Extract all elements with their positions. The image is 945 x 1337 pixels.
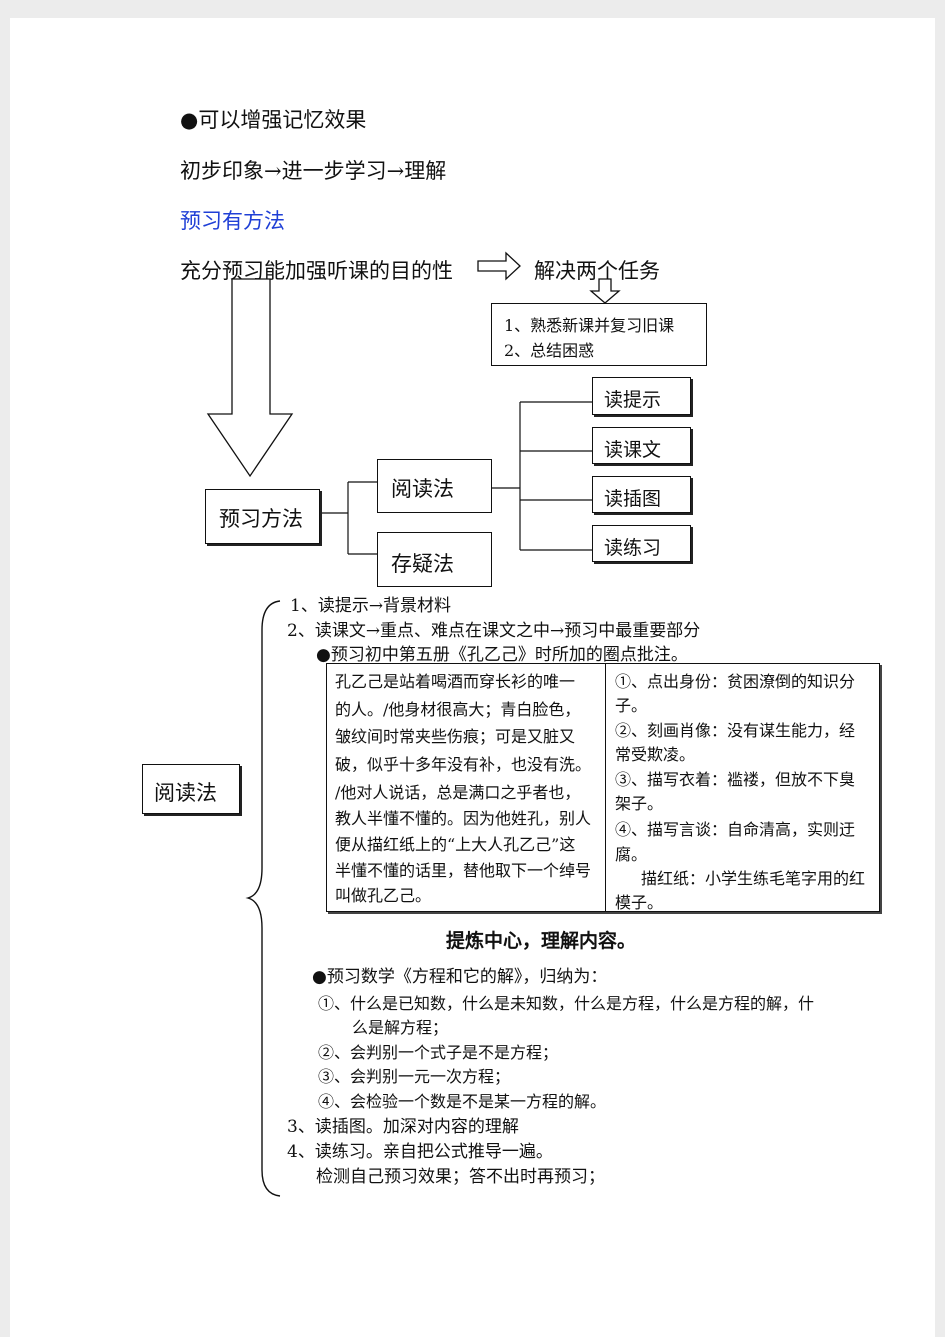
small-down-arrow-icon bbox=[589, 278, 621, 304]
node-doubt-method-label: 存疑法 bbox=[391, 552, 454, 576]
task-item-questions: 2、总结困惑 bbox=[504, 341, 595, 360]
node-read-hint-label: 读提示 bbox=[604, 389, 662, 411]
table-left-line: 教人半懂不懂的。因为他姓孔，别人 bbox=[335, 809, 592, 828]
step-read-hint: 1、读提示→背景材料 bbox=[290, 596, 452, 616]
big-down-arrow-icon bbox=[206, 278, 294, 478]
node-read-illustration-label: 读插图 bbox=[604, 488, 662, 510]
example-math-intro: ●预习数学《方程和它的解》，归纳为： bbox=[312, 967, 608, 987]
table-left-line: 叫做孔乙己。 bbox=[335, 886, 432, 905]
table-right-line: ➃、描写言谈：自命清高，实则迂 bbox=[615, 820, 856, 839]
intro-line-process: 初步印象→进一步学习→理解 bbox=[180, 159, 447, 183]
example-kong-yiji-intro: ●预习初中第五册《孔乙己》时所加的圈点批注。 bbox=[316, 645, 688, 665]
table-left-line: 破，似乎十多年没有补，也没有洗。 bbox=[335, 755, 592, 774]
summary-text: 提炼中心，理解内容。 bbox=[446, 930, 637, 952]
reading-method-label-box: 阅读法 bbox=[142, 764, 240, 814]
intro-line-purpose: 充分预习能加强听课的目的性 bbox=[180, 259, 453, 283]
table-right-line: ➁、刻画肖像：没有谋生能力，经 bbox=[615, 721, 856, 740]
tasks-box: 1、熟悉新课并复习旧课 2、总结困惑 bbox=[491, 303, 707, 366]
curly-brace-icon bbox=[245, 600, 281, 1197]
math-item: ➁、会判别一个式子是不是方程； bbox=[318, 1043, 559, 1062]
node-preview-method-label: 预习方法 bbox=[219, 507, 303, 531]
task-item-review: 1、熟悉新课并复习旧课 bbox=[504, 316, 675, 335]
table-right-line: 架子。 bbox=[615, 794, 664, 813]
table-right-line: 腐。 bbox=[615, 845, 648, 864]
table-left-line: 皱纹间时常夹些伤痕；可是又脏又 bbox=[335, 727, 576, 746]
node-preview-method: 预习方法 bbox=[205, 489, 320, 544]
table-right-line: ➂、描写衣着：褴褛，但放不下臭 bbox=[615, 770, 856, 789]
table-left-line: 便从描红纸上的“上大人孔乙己”这 bbox=[335, 835, 576, 854]
table-left-line: 半懂不懂的话里，替他取下一个绰号 bbox=[335, 861, 592, 880]
table-right-line: ➀、点出身份：贫困潦倒的知识分 bbox=[615, 672, 856, 691]
node-read-text: 读课文 bbox=[592, 427, 691, 464]
step-read-illustration: 3、读插图。加深对内容的理解 bbox=[287, 1117, 519, 1137]
node-read-illustration: 读插图 bbox=[592, 476, 691, 513]
node-reading-method: 阅读法 bbox=[377, 459, 492, 513]
table-right-line: 常受欺凌。 bbox=[615, 745, 696, 764]
node-read-exercise-label: 读练习 bbox=[604, 537, 662, 559]
table-left-line: 的人。/他身材很高大；青白脸色， bbox=[335, 700, 581, 719]
intro-line-result: 解决两个任务 bbox=[534, 259, 660, 283]
section-heading: 预习有方法 bbox=[180, 209, 285, 233]
node-read-text-label: 读课文 bbox=[604, 439, 662, 461]
math-item: ➂、会判别一元一次方程； bbox=[318, 1067, 511, 1086]
annotation-table: 孔乙己是站着喝酒而穿长衫的唯一 的人。/他身材很高大；青白脸色， 皱纹间时常夹些… bbox=[326, 663, 880, 912]
table-left-line: /他对人说话，总是满口之乎者也， bbox=[335, 783, 581, 802]
table-right-line: 子。 bbox=[615, 696, 648, 715]
step-read-exercise: 4、读练习。亲自把公式推导一遍。 bbox=[287, 1142, 553, 1162]
table-divider bbox=[605, 664, 606, 911]
table-right-line: 模子。 bbox=[615, 893, 664, 912]
math-item: 么是解方程； bbox=[352, 1018, 449, 1037]
math-item: ➀、什么是已知数，什么是未知数，什么是方程，什么是方程的解，什 bbox=[318, 994, 815, 1013]
intro-line-memory: ●可以增强记忆效果 bbox=[180, 108, 367, 132]
node-read-exercise: 读练习 bbox=[592, 525, 691, 562]
node-doubt-method: 存疑法 bbox=[377, 532, 492, 587]
step-read-text: 2、读课文→重点、难点在课文之中→预习中最重要部分 bbox=[287, 621, 701, 641]
node-reading-method-label: 阅读法 bbox=[391, 477, 454, 501]
table-right-line: 描红纸：小学生练毛笔字用的红 bbox=[641, 869, 866, 888]
reading-method-label: 阅读法 bbox=[154, 781, 217, 805]
tree-connectors bbox=[320, 401, 592, 555]
table-left-line: 孔乙己是站着喝酒而穿长衫的唯一 bbox=[335, 672, 576, 691]
right-arrow-icon bbox=[477, 251, 521, 281]
step-read-exercise-note: 检测自己预习效果；答不出时再预习； bbox=[316, 1167, 605, 1187]
node-read-hint: 读提示 bbox=[592, 377, 691, 415]
math-item: ➃、会检验一个数是不是某一方程的解。 bbox=[318, 1092, 607, 1111]
